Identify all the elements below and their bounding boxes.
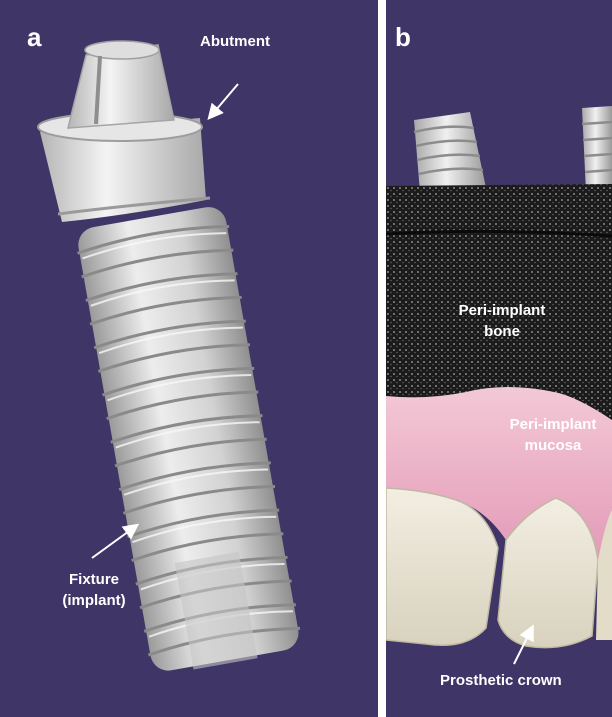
peri-implant-illustration [386,0,612,717]
bone-label: Peri-implant bone [442,300,562,342]
abutment-arrow [210,84,238,117]
mucosa-label-line2: mucosa [498,435,608,456]
fixture-label: Fixture (implant) [56,569,132,611]
mucosa-label: Peri-implant mucosa [498,414,608,456]
mucosa-label-line1: Peri-implant [498,414,608,435]
panel-letter-a: a [27,22,41,53]
panel-divider [378,0,386,717]
abutment-label: Abutment [200,31,270,52]
fixture-arrow [92,526,136,558]
abutment [38,41,210,222]
bone-label-line1: Peri-implant [442,300,562,321]
fixture-label-line2: (implant) [56,590,132,611]
panel-a: a Abutment Fixture (implant) [0,0,378,717]
crown-label: Prosthetic crown [440,670,562,691]
panel-letter-b: b [395,22,411,53]
implant-tops [414,106,612,192]
bone-label-line2: bone [442,321,562,342]
fixture-label-line1: Fixture [56,569,132,590]
panel-b: b Peri-implant bone Peri-implant mucosa … [386,0,612,717]
